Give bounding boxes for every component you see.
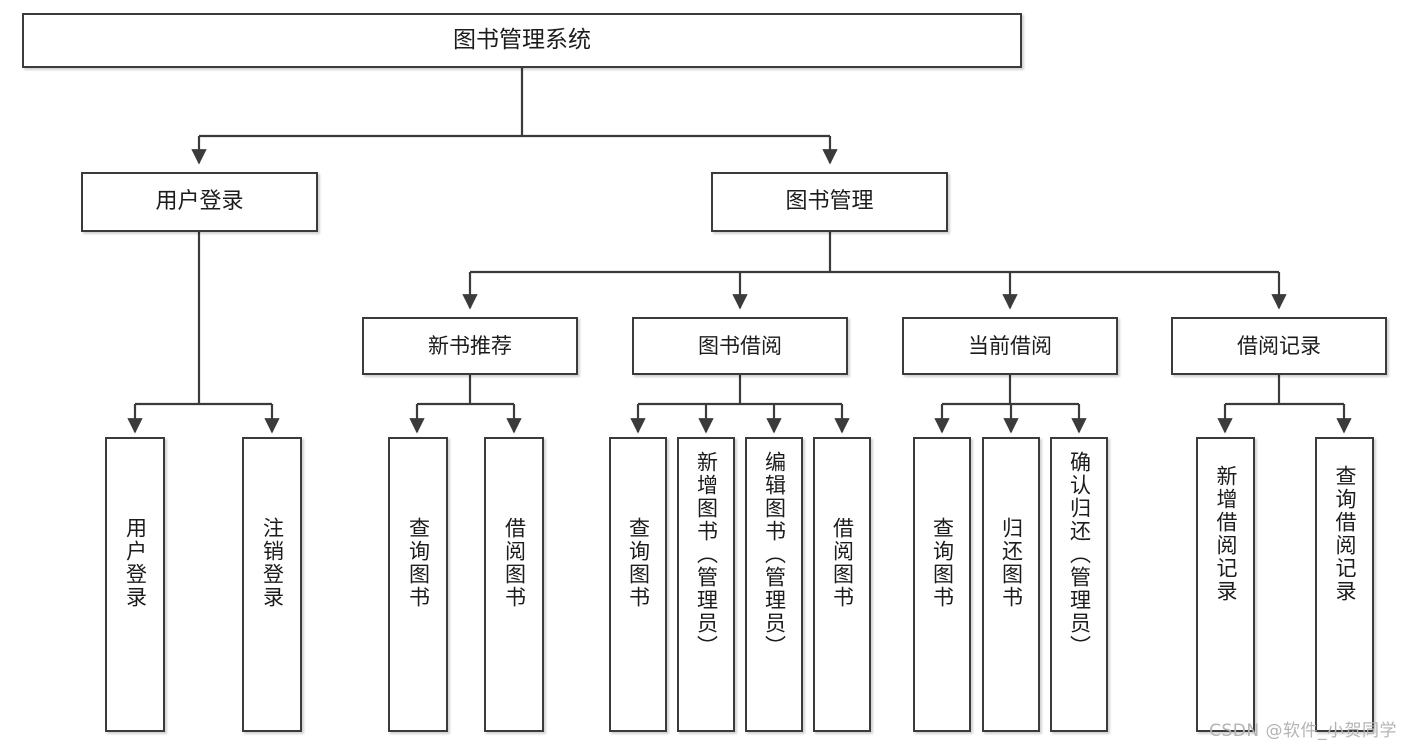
leaf-borrow-book-recommend[interactable]: 借阅图书 — [484, 437, 544, 732]
leaf-confirm-return-admin[interactable]: 确认归还（管理员） — [1050, 437, 1108, 732]
node-label: 用户登录 — [155, 189, 244, 215]
leaf-return-book[interactable]: 归还图书 — [982, 437, 1040, 732]
leaf-query-borrow-record[interactable]: 查询借阅记录 — [1315, 437, 1374, 732]
node-label: 图书管理 — [785, 189, 874, 215]
node-label: 归还图书 — [999, 517, 1024, 609]
node-label: 确认归还（管理员） — [1067, 451, 1092, 658]
node-label: 用户登录 — [123, 517, 148, 609]
node-book-management[interactable]: 图书管理 — [711, 172, 948, 232]
leaf-query-book-borrow[interactable]: 查询图书 — [609, 437, 667, 732]
node-user-login[interactable]: 用户登录 — [81, 172, 318, 232]
node-label: 当前借阅 — [968, 333, 1052, 358]
leaf-user-login[interactable]: 用户登录 — [105, 437, 165, 732]
node-label: 图书管理系统 — [453, 26, 591, 53]
node-label: 图书借阅 — [698, 333, 782, 358]
node-label: 注销登录 — [260, 517, 285, 609]
node-label: 查询图书 — [406, 517, 431, 609]
node-current-borrow[interactable]: 当前借阅 — [902, 317, 1118, 375]
node-label: 查询图书 — [930, 517, 955, 609]
watermark-text: CSDN @软件_小贺同学 — [1209, 721, 1397, 741]
node-label: 借阅图书 — [502, 517, 527, 609]
node-label: 借阅图书 — [830, 517, 855, 609]
node-label: 借阅记录 — [1237, 333, 1321, 358]
node-label: 新增借阅记录 — [1214, 465, 1238, 603]
leaf-edit-book-admin[interactable]: 编辑图书（管理员） — [745, 437, 803, 732]
node-book-borrow[interactable]: 图书借阅 — [632, 317, 848, 375]
node-label: 编辑图书（管理员） — [762, 451, 787, 658]
node-label: 新书推荐 — [428, 333, 512, 358]
leaf-logout-login[interactable]: 注销登录 — [242, 437, 302, 732]
node-new-book-recommend[interactable]: 新书推荐 — [362, 317, 578, 375]
leaf-query-book-current[interactable]: 查询图书 — [913, 437, 971, 732]
node-label: 查询图书 — [626, 517, 651, 609]
node-borrow-record[interactable]: 借阅记录 — [1171, 317, 1387, 375]
node-label: 查询借阅记录 — [1333, 465, 1357, 603]
leaf-query-book-recommend[interactable]: 查询图书 — [388, 437, 448, 732]
leaf-add-borrow-record[interactable]: 新增借阅记录 — [1196, 437, 1255, 732]
node-book-management-system[interactable]: 图书管理系统 — [22, 13, 1022, 68]
node-label: 新增图书（管理员） — [694, 451, 719, 658]
leaf-add-book-admin[interactable]: 新增图书（管理员） — [677, 437, 735, 732]
leaf-borrow-book[interactable]: 借阅图书 — [813, 437, 871, 732]
